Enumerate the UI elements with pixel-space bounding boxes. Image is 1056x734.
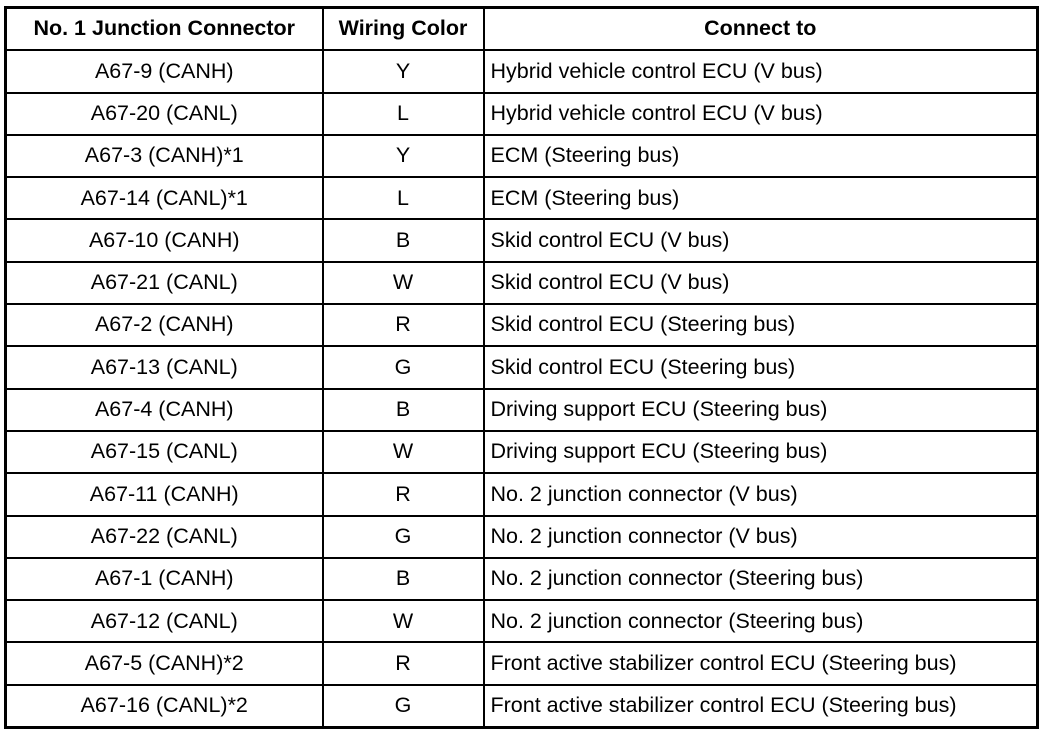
wiring-color-cell: Y <box>321 49 485 94</box>
table-row: A67-1 (CANH) B No. 2 junction connector … <box>4 556 1039 602</box>
wiring-color-cell: W <box>321 599 485 644</box>
connect-to-cell: No. 2 junction connector (Steering bus) <box>482 556 1039 602</box>
wiring-color-cell: L <box>321 176 485 221</box>
connect-to-cell: No. 2 junction connector (V bus) <box>482 514 1039 559</box>
wiring-color-cell: B <box>321 387 485 432</box>
connect-to-cell: Skid control ECU (Steering bus) <box>482 345 1039 390</box>
header-connect-to: Connect to <box>482 6 1039 52</box>
connect-to-cell: Driving support ECU (Steering bus) <box>482 387 1039 432</box>
table-row: A67-21 (CANL) W Skid control ECU (V bus) <box>4 260 1039 306</box>
connect-to-cell: Driving support ECU (Steering bus) <box>482 429 1039 475</box>
table-row: A67-10 (CANH) B Skid control ECU (V bus) <box>4 218 1039 263</box>
table-row: A67-12 (CANL) W No. 2 junction connector… <box>4 599 1039 644</box>
connect-to-cell: Front active stabilizer control ECU (Ste… <box>482 641 1039 686</box>
connect-to-cell: Skid control ECU (V bus) <box>482 218 1039 263</box>
connector-cell: A67-5 (CANH)*2 <box>4 641 324 686</box>
wiring-color-cell: G <box>321 345 485 390</box>
header-row: No. 1 Junction Connector Wiring Color Co… <box>4 6 1039 52</box>
connect-to-cell: No. 2 junction connector (V bus) <box>482 472 1039 517</box>
connect-to-cell: No. 2 junction connector (Steering bus) <box>482 599 1039 644</box>
wiring-color-cell: R <box>321 472 485 517</box>
connect-to-cell: Skid control ECU (Steering bus) <box>482 303 1039 348</box>
wiring-color-cell: Y <box>321 133 485 179</box>
wiring-color-cell: W <box>321 429 485 475</box>
wiring-color-cell: L <box>321 91 485 136</box>
table-row: A67-16 (CANL)*2 G Front active stabilize… <box>4 683 1039 729</box>
table-row: A67-4 (CANH) B Driving support ECU (Stee… <box>4 387 1039 432</box>
table-row: A67-13 (CANL) G Skid control ECU (Steeri… <box>4 345 1039 390</box>
junction-connector-table: No. 1 Junction Connector Wiring Color Co… <box>4 6 1039 730</box>
connector-cell: A67-4 (CANH) <box>4 387 324 432</box>
table-row: A67-3 (CANH)*1 Y ECM (Steering bus) <box>4 133 1039 179</box>
table-row: A67-11 (CANH) R No. 2 junction connector… <box>4 472 1039 517</box>
connect-to-cell: Skid control ECU (V bus) <box>482 260 1039 306</box>
connect-to-cell: ECM (Steering bus) <box>482 176 1039 221</box>
connector-cell: A67-9 (CANH) <box>4 49 324 94</box>
table-row: A67-22 (CANL) G No. 2 junction connector… <box>4 514 1039 559</box>
connect-to-cell: Hybrid vehicle control ECU (V bus) <box>482 91 1039 136</box>
connector-cell: A67-3 (CANH)*1 <box>4 133 324 179</box>
connector-cell: A67-16 (CANL)*2 <box>4 683 324 729</box>
connector-cell: A67-2 (CANH) <box>4 303 324 348</box>
header-connector: No. 1 Junction Connector <box>4 6 324 52</box>
connector-cell: A67-13 (CANL) <box>4 345 324 390</box>
connector-cell: A67-10 (CANH) <box>4 218 324 263</box>
wiring-color-cell: G <box>321 683 485 729</box>
connector-cell: A67-22 (CANL) <box>4 514 324 559</box>
connector-cell: A67-11 (CANH) <box>4 472 324 517</box>
connect-to-cell: Hybrid vehicle control ECU (V bus) <box>482 49 1039 94</box>
wiring-color-cell: W <box>321 260 485 306</box>
connect-to-cell: Front active stabilizer control ECU (Ste… <box>482 683 1039 729</box>
table-header: No. 1 Junction Connector Wiring Color Co… <box>4 6 1039 52</box>
wiring-color-cell: B <box>321 556 485 602</box>
wiring-color-cell: R <box>321 303 485 348</box>
table-row: A67-20 (CANL) L Hybrid vehicle control E… <box>4 91 1039 136</box>
table-row: A67-14 (CANL)*1 L ECM (Steering bus) <box>4 176 1039 221</box>
connector-cell: A67-21 (CANL) <box>4 260 324 306</box>
wiring-color-cell: R <box>321 641 485 686</box>
connector-cell: A67-14 (CANL)*1 <box>4 176 324 221</box>
table-row: A67-15 (CANL) W Driving support ECU (Ste… <box>4 429 1039 475</box>
table-row: A67-9 (CANH) Y Hybrid vehicle control EC… <box>4 49 1039 94</box>
table-row: A67-5 (CANH)*2 R Front active stabilizer… <box>4 641 1039 686</box>
connector-cell: A67-1 (CANH) <box>4 556 324 602</box>
wiring-color-cell: G <box>321 514 485 559</box>
table-body: A67-9 (CANH) Y Hybrid vehicle control EC… <box>4 49 1039 729</box>
header-wiring-color: Wiring Color <box>321 6 485 52</box>
connector-cell: A67-20 (CANL) <box>4 91 324 136</box>
connector-cell: A67-12 (CANL) <box>4 599 324 644</box>
connect-to-cell: ECM (Steering bus) <box>482 133 1039 179</box>
wiring-color-cell: B <box>321 218 485 263</box>
table-row: A67-2 (CANH) R Skid control ECU (Steerin… <box>4 303 1039 348</box>
connector-cell: A67-15 (CANL) <box>4 429 324 475</box>
